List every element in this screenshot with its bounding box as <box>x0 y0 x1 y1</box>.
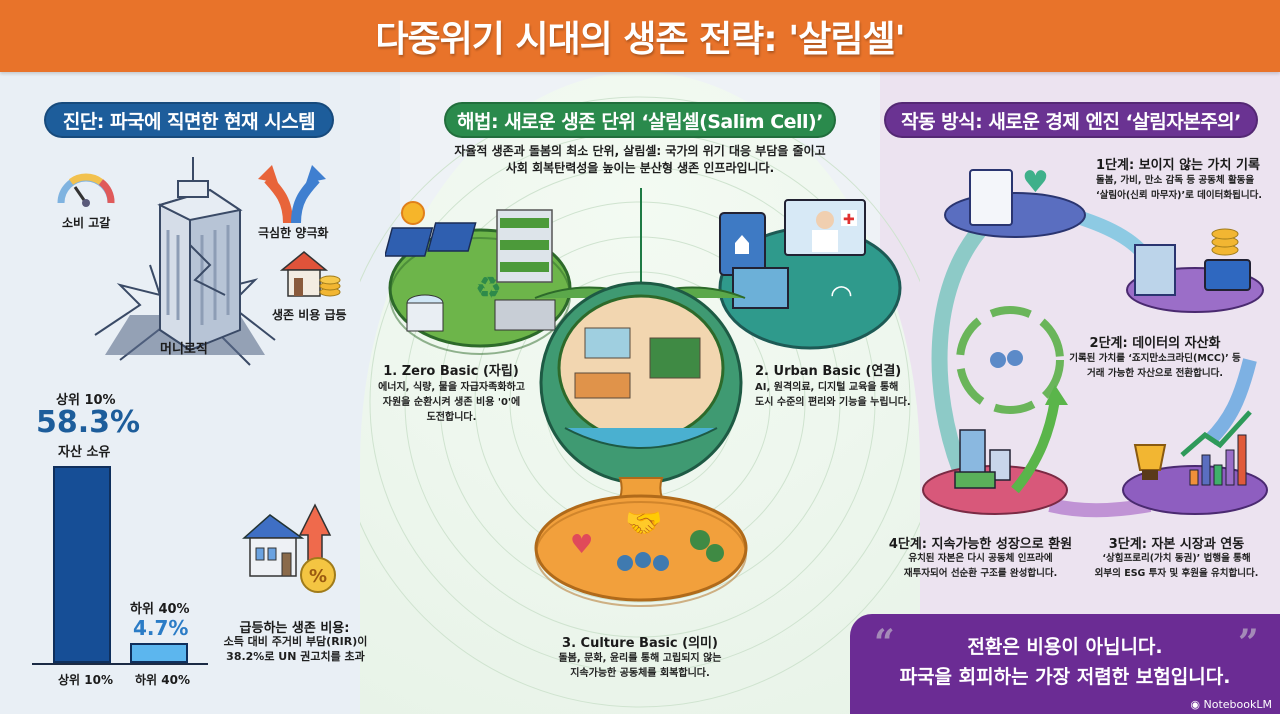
zero-basic-line-1: 에너지, 식량, 물을 자급자족화하고 <box>378 382 525 393</box>
salim-cell-illustration: ♻ ✚ ◠ ♥ 🤝 <box>385 188 902 607</box>
money-logic-label: 머니로직 <box>160 342 208 357</box>
svg-text:✚: ✚ <box>843 212 855 228</box>
step-1-line-2: ‘살림아(신뢰 마무자)’로 데이터화됩니다. <box>1096 190 1262 201</box>
urban-basic-title: 2. Urban Basic (연결) <box>755 364 902 379</box>
step-3-line-2: 외부의 ESG 투자 및 후원을 유치합니다. <box>1094 568 1259 579</box>
svg-text:◠: ◠ <box>830 280 853 310</box>
top-10-bar <box>53 466 111 663</box>
crumbling-building-illustration <box>94 157 276 366</box>
solution-intro-line-2: 사회 회복탄력성을 높이는 분산형 생존 인프라입니다. <box>505 161 775 175</box>
house-coins-icon <box>280 251 341 297</box>
step-2-line-1: 기록된 가치를 ‘죠지만소크라딘(MCC)’ 등 <box>1069 353 1241 364</box>
housing-cost-line-1: 소득 대비 주거비 부담(RIR)이 <box>223 635 368 648</box>
step-3-title: 3단계: 자본 시장과 연동 <box>1108 537 1245 552</box>
close-quote-icon: ” <box>1238 622 1259 664</box>
solution-section-title: 해법: 새로운 생존 단위 ‘살림셀(Salim Cell)’ <box>444 102 836 138</box>
svg-text:🤝: 🤝 <box>625 506 662 541</box>
mechanism-section-title: 작동 방식: 새로운 경제 엔진 ‘살림자본주의’ <box>884 102 1258 138</box>
step-1-line-1: 돌봄, 가비, 만소 감독 등 공동체 활동을 <box>1096 175 1255 186</box>
step-1-title: 1단계: 보이지 않는 가치 기록 <box>1096 158 1260 173</box>
axis-label-bottom-40: 하위 40% <box>135 673 190 687</box>
zero-basic-line-3: 도전합니다. <box>426 412 477 423</box>
step-4-line-1: 유치된 자본은 다시 공동체 인프라에 <box>908 553 1053 564</box>
svg-text:♥: ♥ <box>570 530 593 560</box>
svg-text:♥: ♥ <box>1022 165 1049 200</box>
consumption-depletion-label: 소비 고갈 <box>62 216 111 230</box>
axis-label-top-10: 상위 10% <box>58 673 113 687</box>
bottom-40-label: 하위 40% <box>130 602 190 617</box>
culture-basic-line-1: 돌봄, 문화, 윤리를 통해 고립되지 않는 <box>558 653 722 664</box>
page-title: 다중위기 시대의 생존 전략: '살림셀' <box>375 19 905 60</box>
gauge-icon <box>57 173 115 207</box>
step-3-line-1: ‘상힘프로리(가치 동권)’ 법행을 통해 <box>1102 553 1251 564</box>
urban-basic-line-1: AI, 원격의료, 디지털 교육을 통해 <box>755 382 899 393</box>
closing-quote-box: “ ” 전환은 비용이 아닙니다. 파국을 회피하는 가장 저렴한 보험입니다.… <box>850 614 1280 714</box>
svg-text:%: % <box>309 566 327 587</box>
step-4-title: 4단계: 지속가능한 성장으로 환원 <box>888 537 1073 552</box>
bottom-40-bar <box>130 643 188 663</box>
top-10-share-value: 58.3% <box>36 405 141 440</box>
bottom-40-share-value: 4.7% <box>133 616 189 640</box>
asset-ownership-caption: 자산 소유 <box>58 445 111 460</box>
house-rising-cost-icon: % <box>242 503 336 593</box>
quote-line-1: 전환은 비용이 아닙니다. <box>967 636 1163 658</box>
step-2-title: 2단계: 데이터의 자산화 <box>1089 336 1221 351</box>
open-quote-icon: “ <box>874 622 895 664</box>
notebooklm-label: NotebookLM <box>1203 698 1272 711</box>
quote-line-2: 파국을 회피하는 가장 저렴한 보험입니다. <box>899 666 1231 688</box>
housing-cost-title: 급등하는 생존 비용: <box>239 621 350 636</box>
step-4-line-2: 재투자되어 선순환 구조를 완성합니다. <box>903 568 1058 579</box>
culture-basic-title: 3. Culture Basic (의미) <box>562 636 718 651</box>
chart-axis <box>32 663 208 665</box>
notebooklm-watermark: ◉ NotebookLM <box>1190 698 1272 711</box>
zero-basic-title: 1. Zero Basic (자립) <box>383 364 519 379</box>
urban-basic-line-2: 도시 수준의 편리와 기능을 누립니다. <box>755 397 911 408</box>
culture-basic-line-2: 지속가능한 공동체를 회복합니다. <box>570 668 710 679</box>
notebooklm-logo-icon: ◉ <box>1190 698 1204 711</box>
top-10-label: 상위 10% <box>56 393 116 408</box>
header-banner: 다중위기 시대의 생존 전략: '살림셀' <box>0 0 1280 72</box>
zero-basic-line-2: 자원을 순환시켜 생존 비용 '0'에 <box>382 397 521 408</box>
step-2-line-2: 거래 가능한 자산으로 전환합니다. <box>1087 368 1223 379</box>
diverging-arrows-icon <box>258 165 326 223</box>
salim-capitalism-cycle: ♥ <box>922 165 1268 518</box>
solution-intro-line-1: 자율적 생존과 돌봄의 최소 단위, 살림셀: 국가의 위기 대응 부담을 줄이… <box>454 144 826 158</box>
diagnosis-section-title: 진단: 파국에 직면한 현재 시스템 <box>44 102 334 138</box>
polarization-label: 극심한 양극화 <box>258 226 329 240</box>
housing-cost-line-2: 38.2%로 UN 권고치를 초과 <box>226 650 365 663</box>
survival-cost-label: 생존 비용 급등 <box>272 308 347 322</box>
